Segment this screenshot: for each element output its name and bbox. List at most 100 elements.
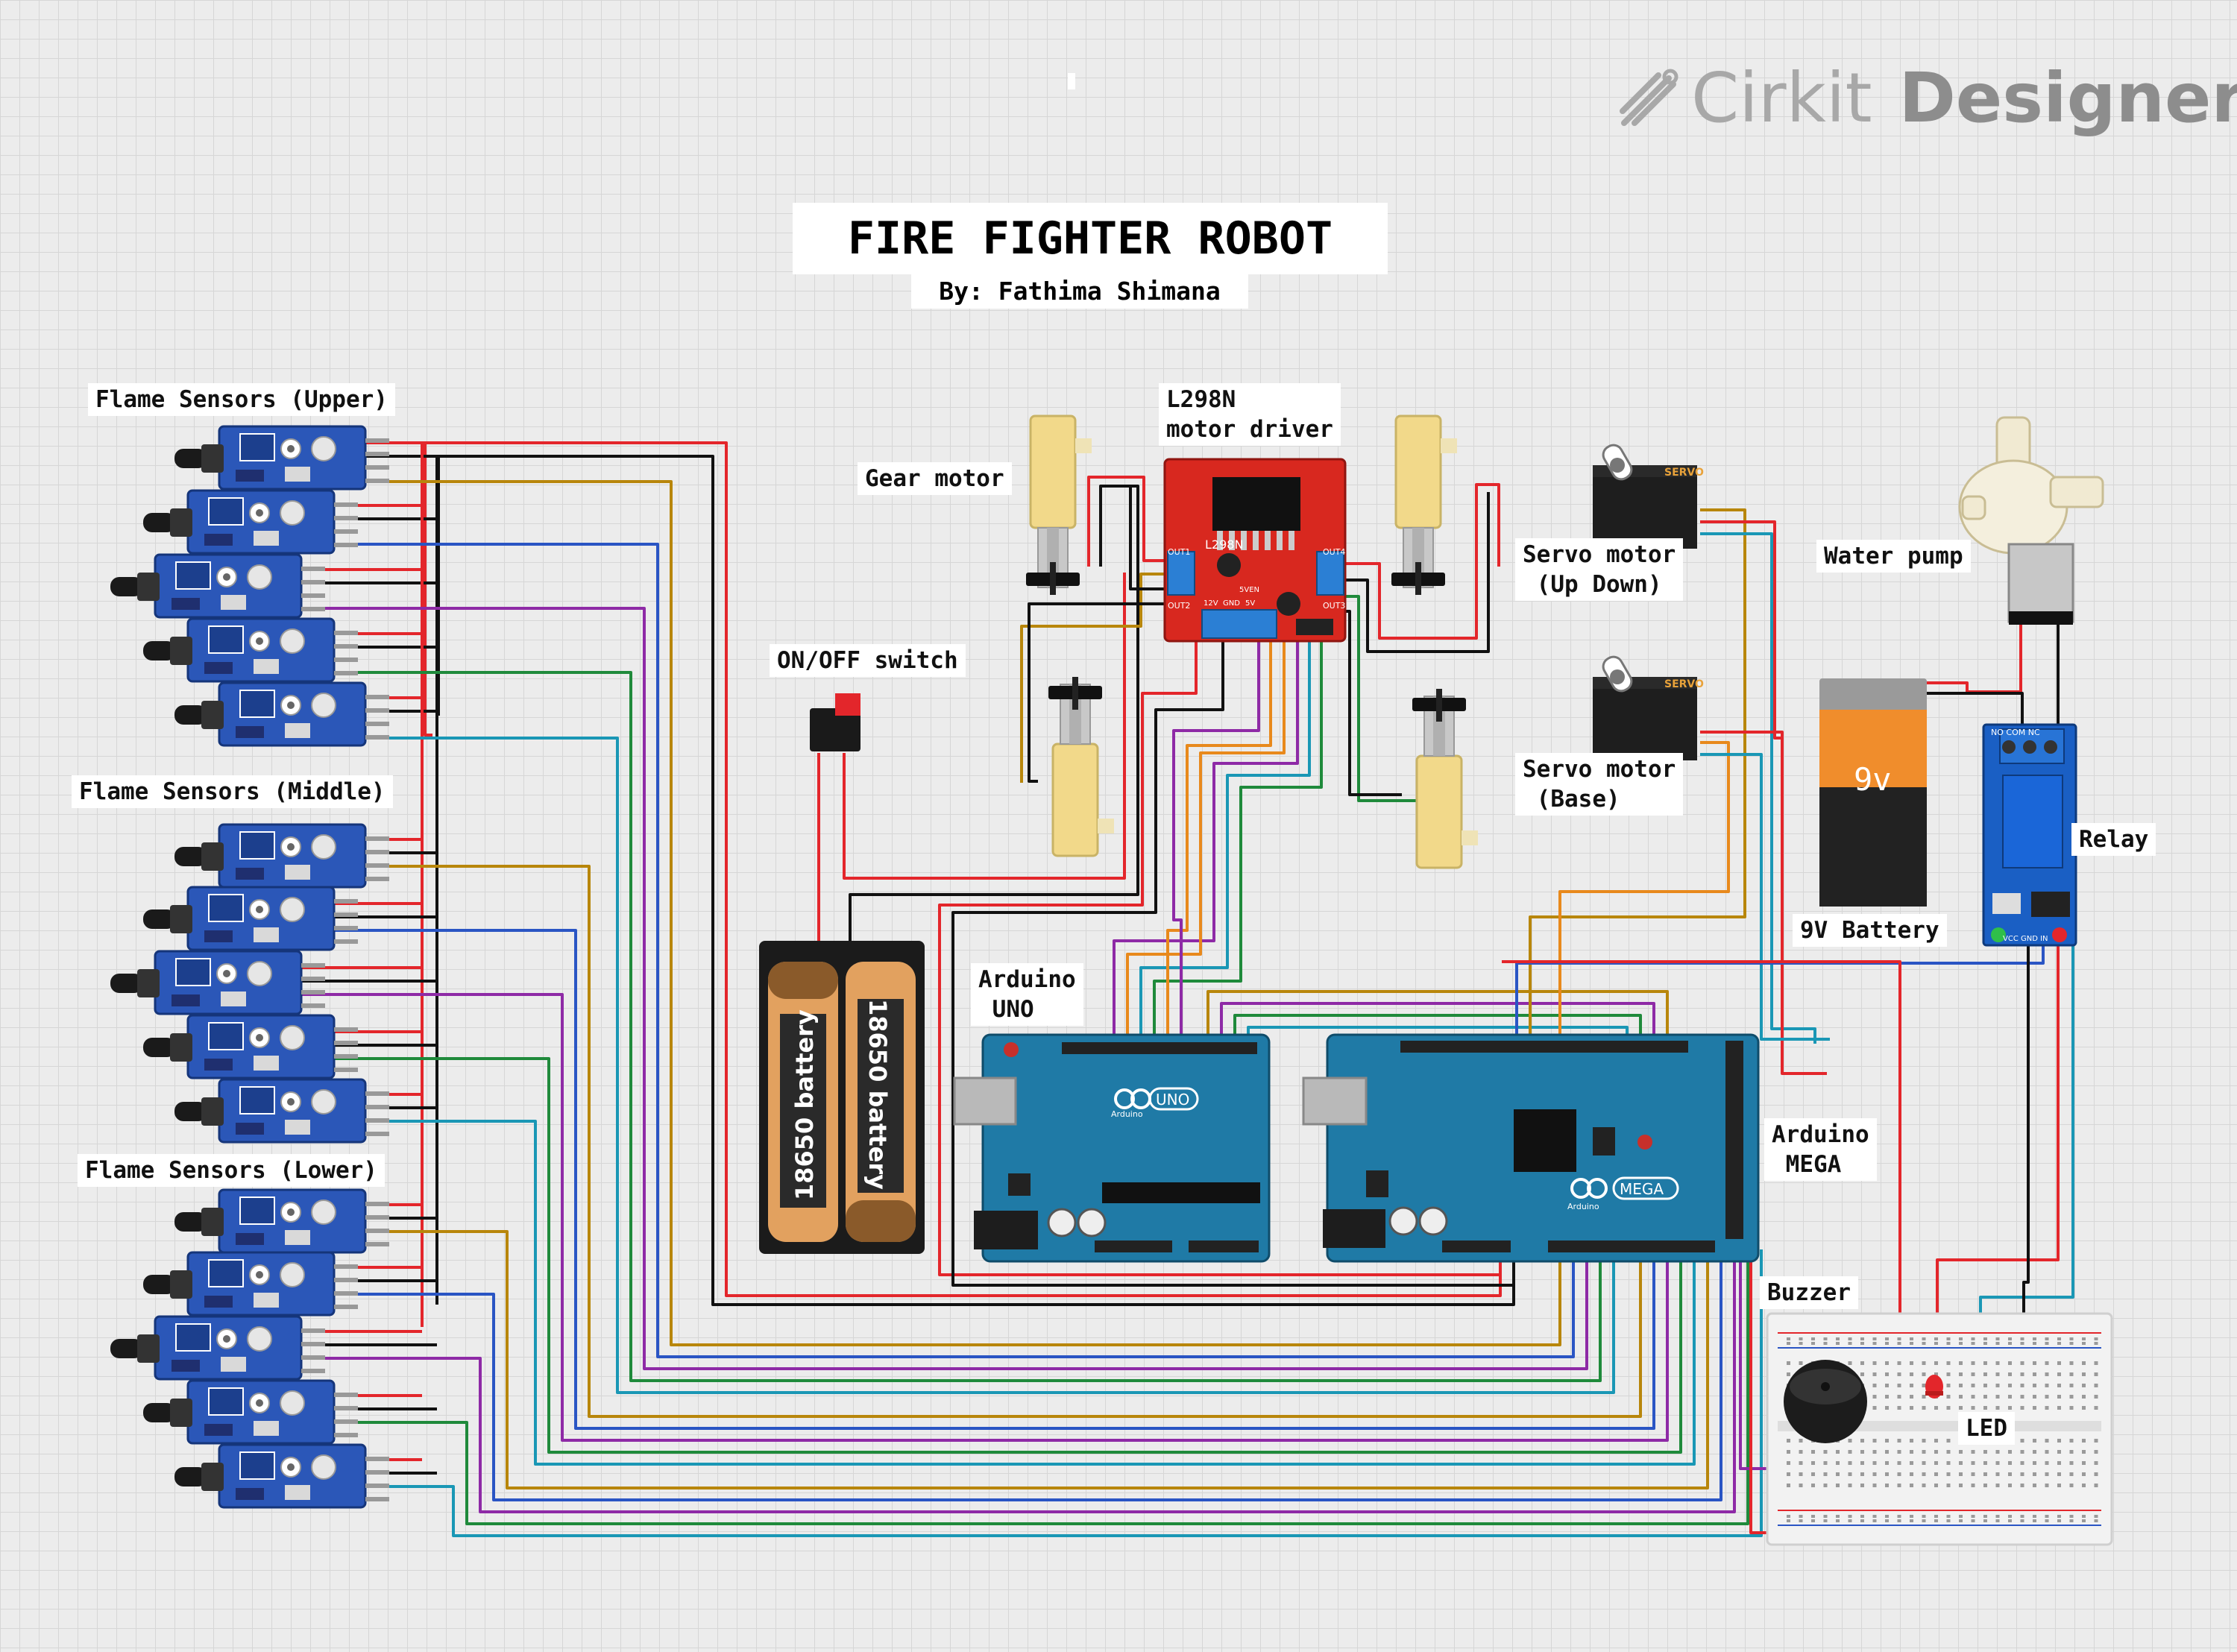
label-servo-updown: Servo motor (Up Down) bbox=[1515, 538, 1684, 601]
breadboard-rail-hole bbox=[2045, 1342, 2049, 1345]
breadboard-hole bbox=[2082, 1461, 2086, 1465]
breadboard-rail-hole bbox=[2020, 1337, 2024, 1340]
label-9v-battery: 9V Battery bbox=[1793, 914, 1947, 947]
breadboard-rail-hole bbox=[1971, 1519, 1975, 1522]
buzzer bbox=[1784, 1360, 1867, 1443]
breadboard-hole bbox=[1885, 1439, 1889, 1443]
breadboard-hole bbox=[2033, 1472, 2036, 1476]
breadboard-rail-hole bbox=[1934, 1515, 1938, 1518]
breadboard-hole bbox=[2033, 1372, 2036, 1376]
breadboard-hole bbox=[1922, 1450, 1926, 1454]
breadboard-hole bbox=[2094, 1372, 2098, 1376]
breadboard-rail-hole bbox=[2082, 1515, 2086, 1518]
breadboard-hole bbox=[1787, 1484, 1790, 1487]
breadboard-hole bbox=[2045, 1472, 2049, 1476]
flame-sensor-upper-5 bbox=[173, 681, 391, 747]
label-flame-middle: Flame Sensors (Middle) bbox=[72, 775, 393, 808]
breadboard-hole bbox=[1897, 1395, 1901, 1399]
breadboard-rail-hole bbox=[2033, 1337, 2036, 1340]
breadboard-rail-hole bbox=[2082, 1342, 2086, 1345]
breadboard-rail-hole bbox=[2082, 1519, 2086, 1522]
breadboard-hole bbox=[2008, 1472, 2012, 1476]
breadboard-rail-hole bbox=[1799, 1515, 1803, 1518]
breadboard-hole bbox=[2045, 1395, 2049, 1399]
breadboard-hole bbox=[1959, 1406, 1963, 1410]
breadboard-rail-hole bbox=[2008, 1342, 2012, 1345]
onoff-switch[interactable] bbox=[810, 693, 860, 751]
label-flame-upper: Flame Sensors (Upper) bbox=[88, 383, 395, 416]
breadboard-hole bbox=[1995, 1361, 2000, 1365]
breadboard-rail-hole bbox=[2057, 1342, 2061, 1345]
label-arduino-mega: Arduino MEGA bbox=[1764, 1118, 1877, 1181]
breadboard-hole bbox=[1995, 1472, 2000, 1476]
diagram-subtitle: By: Fathima Shimana bbox=[911, 273, 1248, 309]
breadboard-hole bbox=[1860, 1450, 1864, 1454]
battery-9v: 9v bbox=[1819, 678, 1927, 907]
gear-motor-bottom-left bbox=[1047, 675, 1116, 857]
breadboard-hole bbox=[1959, 1372, 1963, 1376]
breadboard-hole bbox=[1885, 1361, 1889, 1365]
breadboard-rail-hole bbox=[2069, 1337, 2074, 1340]
breadboard-rail-hole bbox=[1811, 1337, 1815, 1340]
breadboard-rail-hole bbox=[1823, 1519, 1828, 1522]
breadboard-hole bbox=[2069, 1472, 2074, 1476]
breadboard-hole bbox=[1922, 1372, 1926, 1376]
breadboard-hole bbox=[2094, 1484, 2098, 1487]
l298n-gnd: GND bbox=[1223, 599, 1240, 608]
breadboard-hole bbox=[1860, 1361, 1864, 1365]
breadboard-rail-hole bbox=[1811, 1519, 1815, 1522]
breadboard-hole bbox=[2094, 1472, 2098, 1476]
breadboard-rail-hole bbox=[1946, 1519, 1951, 1522]
breadboard-rail-hole bbox=[1787, 1337, 1790, 1340]
breadboard-hole bbox=[2082, 1361, 2086, 1365]
breadboard-hole bbox=[1983, 1361, 1987, 1365]
breadboard-hole bbox=[1885, 1472, 1889, 1476]
breadboard-hole bbox=[1995, 1406, 2000, 1410]
breadboard-hole bbox=[2045, 1384, 2049, 1387]
breadboard-rail-hole bbox=[2057, 1337, 2061, 1340]
breadboard-rail-hole bbox=[1995, 1337, 2000, 1340]
breadboard-hole bbox=[1959, 1450, 1963, 1454]
breadboard-rail-hole bbox=[2045, 1337, 2049, 1340]
label-l298n: L298N motor driver bbox=[1159, 383, 1341, 446]
breadboard-hole bbox=[2094, 1461, 2098, 1465]
breadboard-hole bbox=[2020, 1484, 2024, 1487]
breadboard-hole bbox=[1897, 1472, 1901, 1476]
breadboard-hole bbox=[1799, 1484, 1803, 1487]
breadboard-hole bbox=[1995, 1395, 2000, 1399]
breadboard-hole bbox=[1922, 1384, 1926, 1387]
breadboard-hole bbox=[2082, 1472, 2086, 1476]
breadboard-hole bbox=[1934, 1361, 1938, 1365]
breadboard-hole bbox=[2008, 1406, 2012, 1410]
breadboard-rail-hole bbox=[1836, 1342, 1840, 1345]
flame-sensor-middle-2 bbox=[142, 886, 359, 951]
breadboard-hole bbox=[1848, 1439, 1852, 1443]
breadboard-hole bbox=[1897, 1384, 1901, 1387]
breadboard-hole bbox=[2045, 1372, 2049, 1376]
flame-sensor-upper-4 bbox=[142, 617, 359, 683]
breadboard-hole bbox=[1799, 1361, 1803, 1365]
breadboard-rail-hole bbox=[1995, 1519, 2000, 1522]
breadboard-hole bbox=[2020, 1406, 2024, 1410]
breadboard-hole bbox=[1995, 1450, 2000, 1454]
breadboard-hole bbox=[1811, 1450, 1815, 1454]
breadboard-rail-hole bbox=[2094, 1337, 2098, 1340]
breadboard-hole bbox=[2033, 1384, 2036, 1387]
breadboard-rail-hole bbox=[1848, 1337, 1852, 1340]
logo-brand-text: Cirkit bbox=[1691, 58, 1872, 138]
label-gear-motor: Gear motor bbox=[858, 462, 1012, 495]
breadboard-rail-hole bbox=[1836, 1519, 1840, 1522]
breadboard-rail-hole bbox=[1823, 1515, 1828, 1518]
battery-18650-pack: 18650 battery 18650 battery bbox=[759, 941, 925, 1254]
breadboard-hole bbox=[1860, 1439, 1864, 1443]
flame-sensor-lower-3 bbox=[109, 1315, 327, 1381]
breadboard-hole bbox=[1910, 1361, 1913, 1365]
breadboard-rail-hole bbox=[1910, 1519, 1913, 1522]
breadboard-rail-hole bbox=[1872, 1515, 1877, 1518]
breadboard-hole bbox=[2069, 1461, 2074, 1465]
breadboard-hole bbox=[1787, 1372, 1790, 1376]
servo-motor-updown bbox=[1591, 441, 1705, 550]
breadboard-hole bbox=[2069, 1384, 2074, 1387]
flame-sensor-upper-2 bbox=[142, 489, 359, 555]
breadboard-hole bbox=[2057, 1384, 2061, 1387]
